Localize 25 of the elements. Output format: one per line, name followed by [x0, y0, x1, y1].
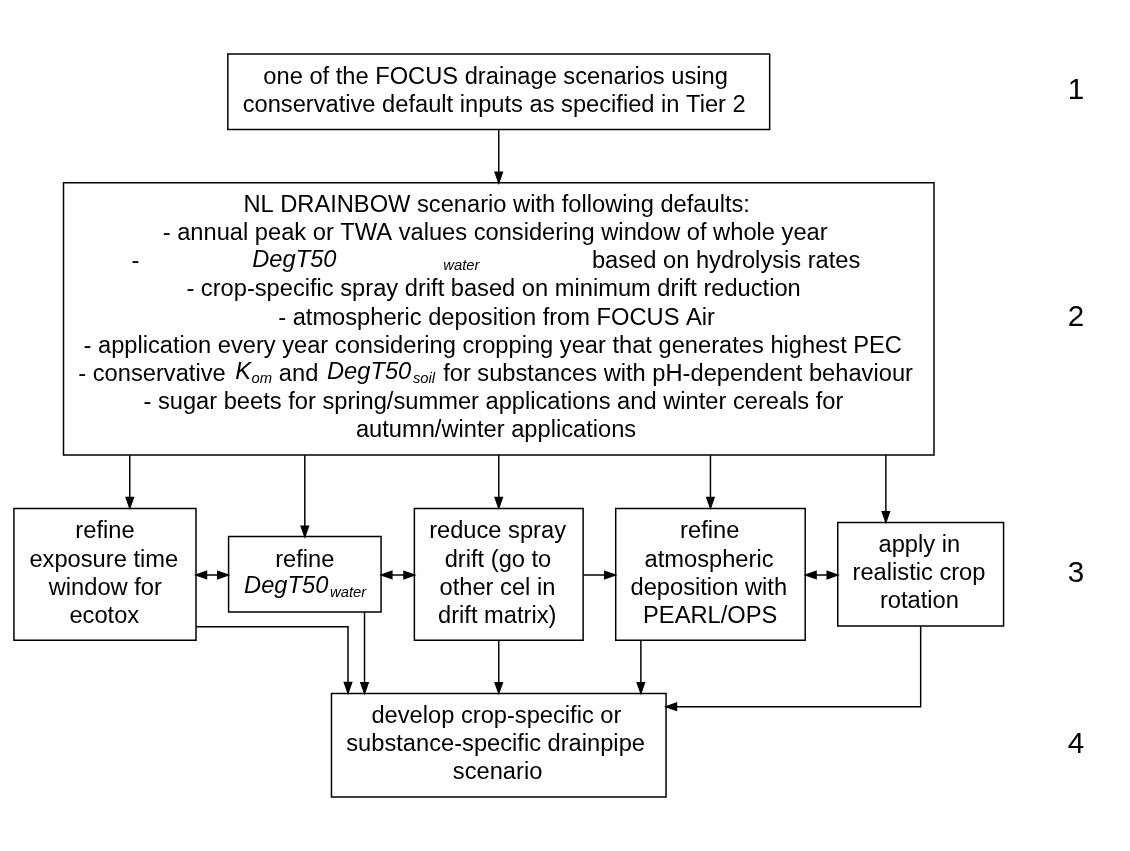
- arrow: [125, 454, 135, 511]
- arrow: [803, 570, 840, 580]
- arrow: [494, 639, 504, 696]
- arrow: [379, 570, 417, 580]
- label: 1: [1067, 72, 1085, 106]
- arrow: [663, 625, 922, 712]
- arrow: [636, 639, 646, 696]
- arrow: [881, 454, 891, 525]
- arrow: [582, 570, 618, 580]
- node-box: refine atmospheric deposition with PEARL/OPS: [614, 507, 806, 641]
- node-box: one of the FOCUS drainage scenarios using conservative default inputs as specified in Tier 2: [227, 53, 771, 131]
- arrow: [359, 611, 370, 696]
- arrow: [193, 570, 231, 580]
- arrow: [494, 128, 504, 185]
- arrow: [195, 626, 353, 696]
- node-box: refine exposure time window for ecotox: [13, 507, 197, 641]
- label: 4: [1067, 725, 1085, 759]
- arrow: [300, 454, 310, 539]
- node-box: develop crop-specific or substance-specific drainpipe scenario: [330, 692, 667, 798]
- arrow: [705, 454, 716, 511]
- arrow: [494, 454, 504, 511]
- node-box: reduce spray drift (go to other cel in drift matrix): [413, 507, 584, 641]
- label: 2: [1067, 299, 1085, 333]
- node-box: apply in realistic crop rotation: [837, 521, 1005, 627]
- label: 3: [1067, 554, 1085, 588]
